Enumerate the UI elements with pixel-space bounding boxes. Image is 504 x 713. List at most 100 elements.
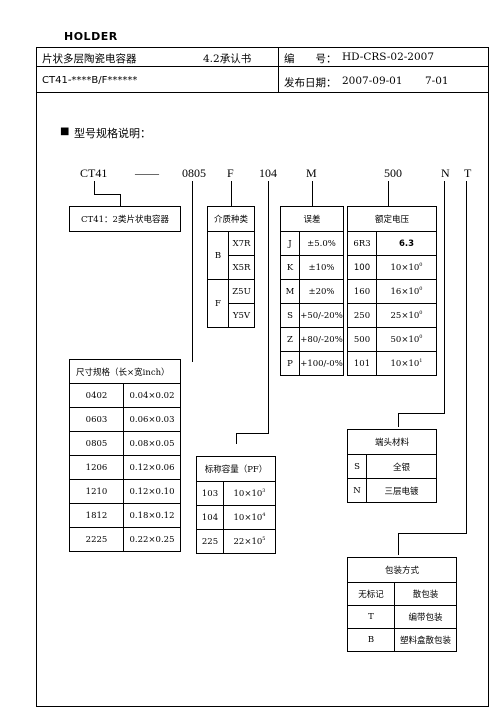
terminal-header: 端头材料: [347, 429, 437, 455]
connector-terminal-drop: [398, 413, 399, 427]
connector-size: [192, 181, 193, 362]
date-label: 发布日期：: [284, 77, 337, 89]
capacity-value: 10×103: [223, 481, 276, 506]
code-tolerance: M: [306, 166, 317, 180]
packaging-code: B: [347, 628, 395, 652]
header-divider-1: [36, 66, 489, 67]
connector-terminal: [398, 181, 445, 414]
voltage-value: 25×100: [376, 303, 437, 328]
series-description: CT41：2类片状电容器: [69, 206, 181, 232]
capacity-code: 103: [196, 481, 224, 506]
packaging-method: 塑料盒散包装: [394, 628, 457, 652]
packaging-code: 无标记: [347, 582, 395, 606]
connector-dielectric: [231, 181, 232, 207]
dielectric-code-b: B: [207, 231, 229, 280]
code-dash: ——: [135, 166, 159, 180]
voltage-code: 250: [347, 303, 377, 328]
tolerance-value: ±20%: [299, 279, 344, 304]
code-voltage: 500: [384, 166, 402, 180]
size-dimensions: 0.04×0.02: [123, 383, 181, 408]
size-dimensions: 0.06×0.03: [123, 407, 181, 432]
tolerance-value: ±5.0%: [299, 231, 344, 256]
size-code: 1206: [69, 455, 124, 480]
part-number: CT41-****B/F******: [42, 75, 138, 86]
capacity-code: 104: [196, 505, 224, 530]
capacity-code: 225: [196, 529, 224, 554]
tolerance-value: +80/-20%: [299, 327, 344, 352]
dielectric-material-z5u: Z5U: [228, 279, 255, 304]
tolerance-code: Z: [280, 327, 300, 352]
tolerance-code: M: [280, 279, 300, 304]
voltage-code: 6R3: [347, 231, 377, 256]
voltage-value: 10×100: [376, 255, 437, 280]
capacity-value: 22×105: [223, 529, 276, 554]
connector-series: [94, 181, 121, 195]
brand-logo-text: HOLDER: [64, 30, 118, 43]
dielectric-material-x7r: X7R: [228, 231, 255, 256]
dielectric-code-f: F: [207, 279, 229, 328]
connector-tolerance: [312, 181, 313, 207]
voltage-code: 101: [347, 351, 377, 376]
page-number: 7-01: [425, 75, 449, 87]
connector-capacity: [236, 181, 269, 434]
voltage-header: 额定电压: [347, 206, 437, 232]
tolerance-header: 误差: [280, 206, 344, 232]
date-value: 2007-09-01: [342, 75, 403, 87]
size-dimensions: 0.22×0.25: [123, 527, 181, 552]
tolerance-code: P: [280, 351, 300, 376]
voltage-code: 100: [347, 255, 377, 280]
tolerance-value: +100/-0%: [299, 351, 344, 376]
terminal-material: 全银: [366, 454, 437, 479]
size-code: 0402: [69, 383, 124, 408]
tolerance-value: +50/-20%: [299, 303, 344, 328]
code-size: 0805: [182, 166, 206, 180]
header-column-divider: [278, 47, 279, 92]
size-code: 0603: [69, 407, 124, 432]
size-dimensions: 0.18×0.12: [123, 503, 181, 528]
dielectric-material-x5r: X5R: [228, 255, 255, 280]
terminal-code: S: [347, 454, 367, 479]
dielectric-material-y5v: Y5V: [228, 303, 255, 328]
doc-title: 片状多层陶瓷电容器: [42, 53, 137, 65]
tolerance-code: J: [280, 231, 300, 256]
packaging-code: T: [347, 605, 395, 629]
section-title: 型号规格说明：: [74, 127, 151, 140]
size-dimensions: 0.12×0.06: [123, 455, 181, 480]
packaging-method: 散包装: [394, 582, 457, 606]
connector-packaging: [398, 181, 467, 534]
code-label: 编 号：: [284, 53, 337, 65]
tolerance-table: 误差 J±5.0% K±10% M±20% S+50/-20% Z+80/-20…: [280, 206, 344, 376]
series-box: CT41：2类片状电容器: [69, 206, 181, 232]
tolerance-value: ±10%: [299, 255, 344, 280]
connector-series-drop: [120, 194, 121, 206]
code-terminal: N: [441, 166, 450, 180]
voltage-value: 10×101: [376, 351, 437, 376]
terminal-material: 三层电镀: [366, 478, 437, 503]
terminal-code: N: [347, 478, 367, 503]
voltage-value: 50×100: [376, 327, 437, 352]
size-header: 尺寸规格（长×宽inch）: [69, 359, 181, 384]
code-packaging: T: [464, 166, 472, 180]
code-series: CT41: [80, 166, 108, 180]
tolerance-code: K: [280, 255, 300, 280]
voltage-code: 160: [347, 279, 377, 304]
packaging-header: 包装方式: [347, 557, 457, 583]
section-bullet: ■: [60, 126, 70, 137]
connector-packaging-drop: [398, 533, 399, 555]
code-dielectric: F: [227, 166, 234, 180]
size-dimensions: 0.12×0.10: [123, 479, 181, 504]
dielectric-header: 介质种类: [207, 206, 255, 232]
connector-voltage: [388, 181, 389, 207]
doc-type: 4.2承认书: [203, 53, 252, 65]
size-code: 1812: [69, 503, 124, 528]
size-code: 1210: [69, 479, 124, 504]
code-value: HD-CRS-02-2007: [342, 51, 435, 63]
voltage-code: 500: [347, 327, 377, 352]
voltage-value: 16×100: [376, 279, 437, 304]
